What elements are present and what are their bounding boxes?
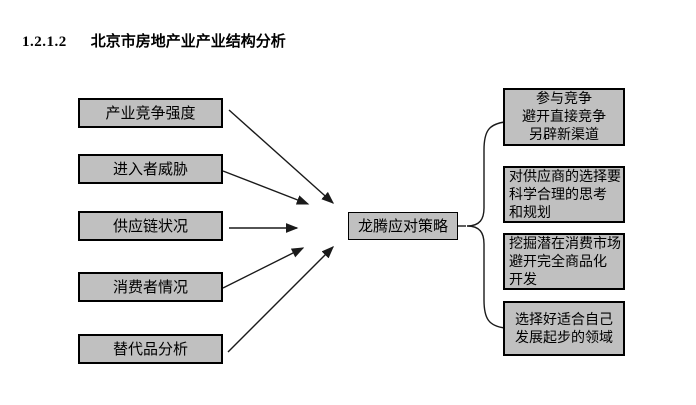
arrow-consumer [222,247,305,289]
arrow-substitute [227,246,334,353]
arrow-entrant-threat [222,170,310,205]
node-industry-competition: 产业竞争强度 [78,98,223,128]
node-line: 另辟新渠道 [529,127,599,143]
node-label: 龙腾应对策略 [357,216,448,235]
node-strategy-field: 选择好适合自己 发展起步的领域 [503,301,625,356]
section-title-text: 北京市房地产业产业结构分析 [90,34,286,50]
node-label: 进入者威胁 [112,159,188,178]
node-line: 避开直接竞争 [522,109,606,125]
node-line: 参与竞争 [536,91,592,107]
right-brace [466,121,506,329]
node-line: 选择好适合自己 [515,311,613,328]
node-supply-chain: 供应链状况 [78,211,223,241]
node-line: 挖掘潜在消费市场 [509,235,621,252]
node-strategy-competition: 参与竞争 避开直接竞争 另辟新渠道 [503,88,625,146]
node-label: 消费者情况 [112,277,188,296]
node-strategy-supplier: 对供应商的选择要 科学合理的思考 和规划 [503,166,625,223]
node-line: 避开完全商品化 [509,253,607,270]
node-line: 对供应商的选择要 [509,168,621,185]
node-entrant-threat: 进入者威胁 [78,154,223,184]
node-line: 开发 [509,271,537,288]
node-consumer: 消费者情况 [78,272,223,302]
node-line: 科学合理的思考 [509,186,607,203]
node-response-strategy: 龙腾应对策略 [348,212,458,240]
node-label: 供应链状况 [112,216,188,235]
node-label: 替代品分析 [112,339,188,358]
arrow-industry-competition [228,109,335,204]
node-line: 和规划 [509,204,551,221]
node-strategy-market: 挖掘潜在消费市场 避开完全商品化 开发 [503,233,625,290]
section-number: 1.2.1.2 [22,34,67,50]
node-label: 产业竞争强度 [105,103,196,122]
section-title: 1.2.1.2 北京市房地产业产业结构分析 [22,30,286,51]
node-line: 发展起步的领域 [515,329,613,346]
node-substitute: 替代品分析 [78,334,223,364]
